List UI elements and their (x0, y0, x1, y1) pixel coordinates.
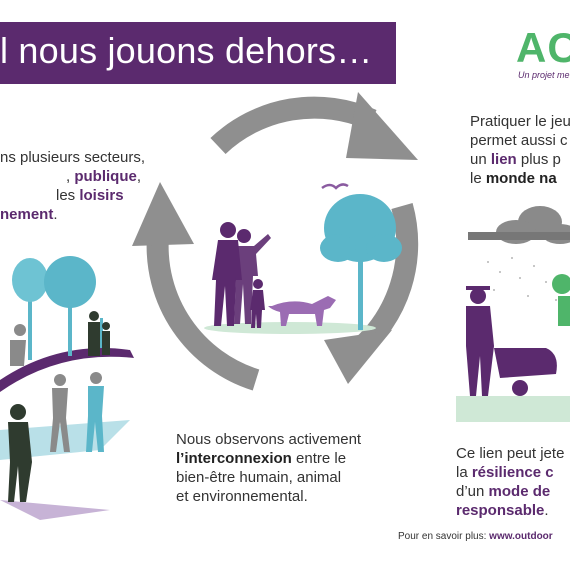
center-text-line-4: et environnemental. (176, 488, 308, 505)
left-text-line-1: ns plusieurs secteurs, (0, 149, 146, 166)
title-banner (0, 22, 396, 84)
tree-icon (320, 194, 402, 330)
people-silhouettes (212, 222, 271, 328)
footer-note: Pour en savoir plus: www.outdoor (398, 531, 553, 542)
left-text-line-4: nement. (0, 206, 58, 223)
banner-title: l nous jouons dehors… (0, 30, 373, 71)
right-top-text-line-3: un lien plus p (470, 151, 561, 168)
right-top-text-line-2: permet aussi c (470, 132, 568, 149)
center-text-line-3: bien-être humain, animal (176, 469, 342, 486)
right-bottom-text-line-4: responsable. (456, 502, 549, 519)
right-bottom-text-line-2: la résilience c (456, 464, 554, 481)
bird-icon (321, 183, 349, 190)
tree-icon (12, 256, 103, 360)
right-top-text-line-1: Pratiquer le jeu (470, 113, 570, 130)
right-top-text-line-4: le monde na (470, 170, 557, 187)
center-text-line-1: Nous observons activement (176, 431, 362, 448)
right-bottom-text-line-3: d’un mode de (456, 483, 551, 500)
left-text-line-3: les loisirs (56, 187, 124, 204)
logo: AC (516, 24, 570, 71)
logo-tagline: Un projet me (518, 70, 570, 80)
dog-icon (268, 296, 336, 326)
center-text-line-2: l’interconnexion entre le (176, 450, 347, 467)
footer-link[interactable]: www.outdoor (489, 531, 553, 542)
arrow-top-icon (210, 96, 377, 155)
left-text-line-2: , publique, (66, 168, 142, 185)
arrow-left-icon (146, 235, 260, 391)
right-bottom-text-line-1: Ce lien peut jete (456, 445, 565, 462)
cloud-icon (468, 206, 570, 244)
